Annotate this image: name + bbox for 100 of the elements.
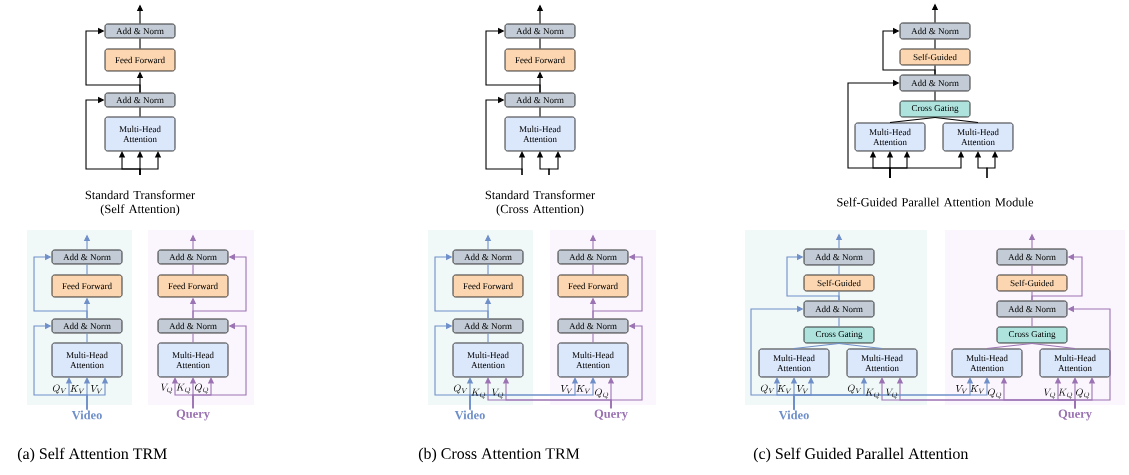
input-label: Query <box>594 409 628 421</box>
edge-label: $V_V$ <box>797 385 809 394</box>
edge-label: $Q_Q$ <box>988 388 1002 399</box>
attention-box: Multi-Head Attention <box>51 342 123 378</box>
attention-box: Multi-Head Attention <box>1039 348 1111 378</box>
connector-line <box>86 263 88 276</box>
connector-line <box>934 38 936 50</box>
connector-line <box>139 37 141 50</box>
arrow <box>485 27 541 94</box>
module-caption: Standard Transformer (Cross Attention) <box>485 190 595 216</box>
connector-line <box>139 106 141 118</box>
subfigure-caption: (a) Self Attention TRM <box>17 447 167 463</box>
attention-box: Multi-Head Attention <box>854 122 926 152</box>
connector-line <box>592 332 594 344</box>
input-label: Query <box>1058 409 1092 421</box>
edge-label: $Q_V$ <box>847 384 862 394</box>
gating-box: Cross Gating <box>899 100 971 118</box>
attention-box: Multi-Head Attention <box>557 342 629 378</box>
norm-box: Add & Norm <box>504 92 576 108</box>
layer-box: Feed Forward <box>104 48 176 72</box>
edge-label: $V_V$ <box>956 385 968 394</box>
norm-box: Add & Norm <box>157 249 229 265</box>
input-label: Query <box>176 409 210 421</box>
norm-box: Add & Norm <box>104 92 176 108</box>
norm-box: Add & Norm <box>104 23 176 39</box>
edge-label: $V_Q$ <box>1044 388 1056 399</box>
edge-label: $Q_V$ <box>453 384 468 394</box>
attention-box: Multi-Head Attention <box>951 348 1023 378</box>
connector-line <box>1031 264 1033 276</box>
edge-label: $K_V$ <box>576 385 591 394</box>
edge-label: $K_V$ <box>970 385 985 394</box>
edge-label: $K_Q$ <box>176 383 191 394</box>
edge-label: $Q_V$ <box>52 384 67 394</box>
edge-label: $V_V$ <box>91 385 103 394</box>
connector-line <box>487 332 489 344</box>
norm-box: Add & Norm <box>803 248 875 266</box>
connector-line <box>793 342 840 350</box>
norm-box: Add & Norm <box>557 318 629 334</box>
module-caption: Standard Transformer (Self Attention) <box>85 190 195 216</box>
edge-label: $V_V$ <box>561 385 573 394</box>
edge-label: $Q_Q$ <box>595 388 609 399</box>
norm-box: Add & Norm <box>51 249 123 265</box>
norm-box: Add & Norm <box>452 249 524 265</box>
edge-label: $K_V$ <box>777 385 792 394</box>
norm-box: Add & Norm <box>504 23 576 39</box>
connector-line <box>1031 342 1076 350</box>
attention-box: Multi-Head Attention <box>504 116 576 152</box>
attention-box: Multi-Head Attention <box>157 342 229 378</box>
edge-label: $K_Q$ <box>865 388 880 399</box>
attention-box: Multi-Head Attention <box>104 116 176 152</box>
attention-box: Multi-Head Attention <box>452 342 524 378</box>
connector-line <box>192 332 194 344</box>
edge-label: $V_Q$ <box>161 383 173 394</box>
edge-label: $Q_Q$ <box>1076 388 1090 399</box>
layer-box: Feed Forward <box>557 274 629 298</box>
input-label: Video <box>71 410 102 420</box>
connector-line <box>934 90 936 102</box>
subfigure-caption: (b) Cross Attention TRM <box>418 447 580 463</box>
norm-box: Add & Norm <box>996 300 1068 318</box>
layer-box: Feed Forward <box>157 274 229 298</box>
norm-box: Add & Norm <box>996 248 1068 266</box>
input-label: Video <box>454 410 485 420</box>
connector-line <box>592 263 594 276</box>
edge-label: $V_Q$ <box>492 388 504 399</box>
edge-label: $K_Q$ <box>1058 388 1073 399</box>
connector-line <box>838 316 840 328</box>
norm-box: Add & Norm <box>899 22 971 40</box>
input-label: Video <box>778 410 809 420</box>
attention-box: Multi-Head Attention <box>846 348 918 378</box>
layer-box: Self-Guided <box>803 274 875 292</box>
norm-box: Add & Norm <box>51 318 123 334</box>
norm-box: Add & Norm <box>452 318 524 334</box>
norm-box: Add & Norm <box>899 74 971 92</box>
norm-box: Add & Norm <box>803 300 875 318</box>
layer-box: Feed Forward <box>504 48 576 72</box>
connector-line <box>1031 316 1033 328</box>
layer-box: Feed Forward <box>51 274 123 298</box>
edge-label: $K_Q$ <box>471 388 486 399</box>
connector-line <box>986 342 1033 350</box>
arrow <box>786 253 840 302</box>
layer-box: Feed Forward <box>452 274 524 298</box>
connector-line <box>934 116 979 124</box>
norm-box: Add & Norm <box>557 249 629 265</box>
connector-line <box>487 263 489 276</box>
connector-line <box>838 342 883 350</box>
edge-label: $V_Q$ <box>886 388 898 399</box>
attention-box: Multi-Head Attention <box>758 348 830 378</box>
subfigure-caption: (c) Self Guided Parallel Attention <box>753 447 969 463</box>
arrow <box>85 27 141 94</box>
layer-box: Self-Guided <box>996 274 1068 292</box>
edge-label: $K_V$ <box>70 385 85 394</box>
module-caption: Self-Guided Parallel Attention Module <box>837 197 1034 207</box>
gating-box: Cross Gating <box>803 326 875 344</box>
connector-line <box>838 264 840 276</box>
arrow <box>434 253 489 320</box>
arrow <box>33 253 88 320</box>
gating-box: Cross Gating <box>996 326 1068 344</box>
edge-label: $Q_V$ <box>760 384 775 394</box>
connector-line <box>889 116 936 124</box>
connector-line <box>192 263 194 276</box>
